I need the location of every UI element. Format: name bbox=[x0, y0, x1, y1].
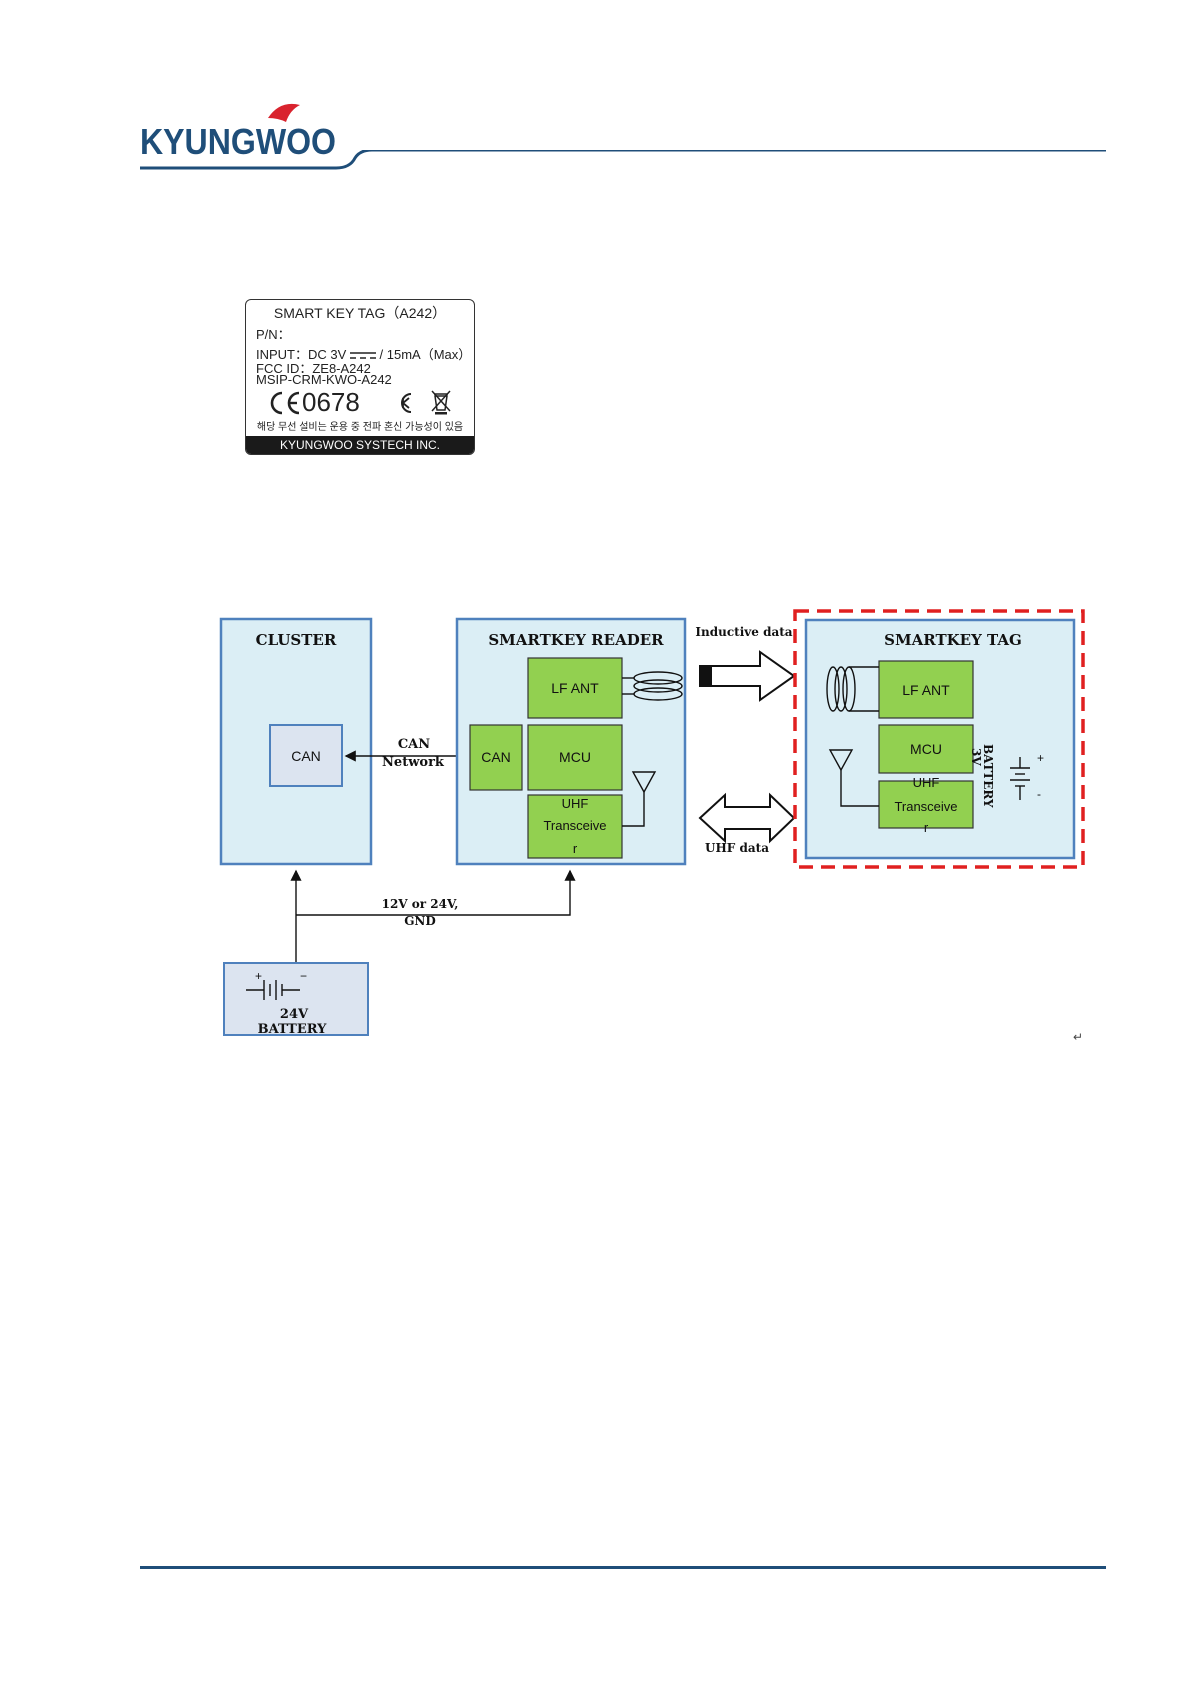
footer-rule bbox=[140, 1566, 1106, 1569]
can-network-label-2: Network bbox=[382, 755, 445, 770]
power-lines bbox=[290, 869, 576, 963]
ce-mark-icon bbox=[270, 391, 300, 415]
svg-text:-: - bbox=[1037, 787, 1041, 801]
ce-number: 0678 bbox=[302, 387, 360, 417]
kc-mark-icon bbox=[401, 393, 412, 413]
smartkey-block-diagram: CLUSTER CAN CAN Network SMARTKEY READER … bbox=[219, 609, 1085, 1037]
reader-uhf-2: Transceive bbox=[543, 818, 606, 833]
label-input-suffix: / 15mA（Max） bbox=[379, 347, 472, 362]
tag-lf-ant: LF ANT bbox=[902, 682, 950, 698]
reader-block: SMARTKEY READER LF ANT CAN MCU UHF Trans… bbox=[455, 617, 687, 866]
reader-antenna-icon bbox=[622, 771, 657, 827]
header-rule bbox=[140, 150, 1106, 170]
battery-block: + − 24V BATTERY bbox=[223, 962, 369, 1037]
label-company: KYUNGWOO SYSTECH INC. bbox=[246, 436, 474, 454]
power-label-1: 12V or 24V, bbox=[382, 897, 459, 911]
reader-lf-ant: LF ANT bbox=[551, 680, 599, 696]
tag-block: SMARTKEY TAG LF ANT MCU UHF Transceive r bbox=[793, 609, 1085, 869]
tag-coil-icon bbox=[826, 666, 879, 712]
uhf-data-arrow bbox=[698, 792, 796, 844]
svg-text:+: + bbox=[255, 969, 262, 983]
reader-title: SMARTKEY READER bbox=[488, 631, 664, 649]
logo-text: KYUNGWOO bbox=[140, 121, 336, 162]
inductive-data-label: Inductive data bbox=[695, 625, 792, 639]
svg-text:+: + bbox=[1037, 751, 1044, 765]
tag-antenna-icon bbox=[828, 749, 879, 807]
battery-label-2: BATTERY bbox=[258, 1022, 328, 1037]
tag-highlight-border bbox=[793, 609, 1085, 869]
battery-label-1: 24V bbox=[280, 1007, 309, 1022]
tag-battery-icon bbox=[1010, 757, 1030, 800]
reader-can: CAN bbox=[481, 749, 511, 765]
tag-mcu: MCU bbox=[910, 741, 942, 757]
label-fcc-id: FCC ID：ZE8-A242 bbox=[256, 361, 371, 376]
label-pn: P/N： bbox=[256, 327, 291, 342]
product-label: SMART KEY TAG（A242） P/N： INPUT：DC 3V / 1… bbox=[245, 299, 475, 455]
battery-24v-icon bbox=[246, 980, 300, 1000]
weee-bin-icon bbox=[431, 390, 451, 415]
label-korean-notice: 해당 무선 설비는 운용 중 전파 혼신 가능성이 있음 bbox=[256, 422, 464, 433]
uhf-data-label: UHF data bbox=[705, 841, 769, 855]
reader-uhf-3: r bbox=[573, 841, 578, 856]
certification-marks: 0678 bbox=[256, 387, 466, 418]
dc-symbol-icon bbox=[349, 351, 376, 359]
reader-uhf-1: UHF bbox=[562, 796, 589, 811]
kyungwoo-logo: KYUNGWOO bbox=[140, 103, 336, 162]
label-msip: MSIP-CRM-KWO-A242 bbox=[256, 372, 392, 387]
power-label-2: GND bbox=[404, 914, 436, 928]
cluster-block: CLUSTER CAN bbox=[219, 617, 373, 866]
inductive-data-arrow bbox=[699, 650, 796, 702]
tag-battery-label-2: BATTERY bbox=[981, 744, 995, 808]
reader-mcu: MCU bbox=[559, 749, 591, 765]
cluster-can: CAN bbox=[291, 748, 321, 764]
label-input-prefix: INPUT：DC 3V bbox=[256, 347, 347, 362]
tag-battery-label-1: 3V bbox=[969, 748, 983, 766]
can-network-label-1: CAN bbox=[398, 737, 430, 752]
tag-uhf-1: UHF bbox=[913, 775, 940, 790]
svg-text:−: − bbox=[300, 969, 307, 983]
tag-title: SMARTKEY TAG bbox=[884, 631, 1022, 649]
cluster-title: CLUSTER bbox=[256, 631, 337, 649]
return-mark: ↵ bbox=[1073, 1030, 1084, 1044]
tag-uhf-3: r bbox=[924, 820, 929, 835]
reader-coil-icon bbox=[622, 671, 683, 701]
tag-uhf-2: Transceive bbox=[894, 799, 957, 814]
label-input: INPUT：DC 3V / 15mA（Max） bbox=[256, 344, 471, 363]
label-title: SMART KEY TAG（A242） bbox=[273, 305, 447, 321]
